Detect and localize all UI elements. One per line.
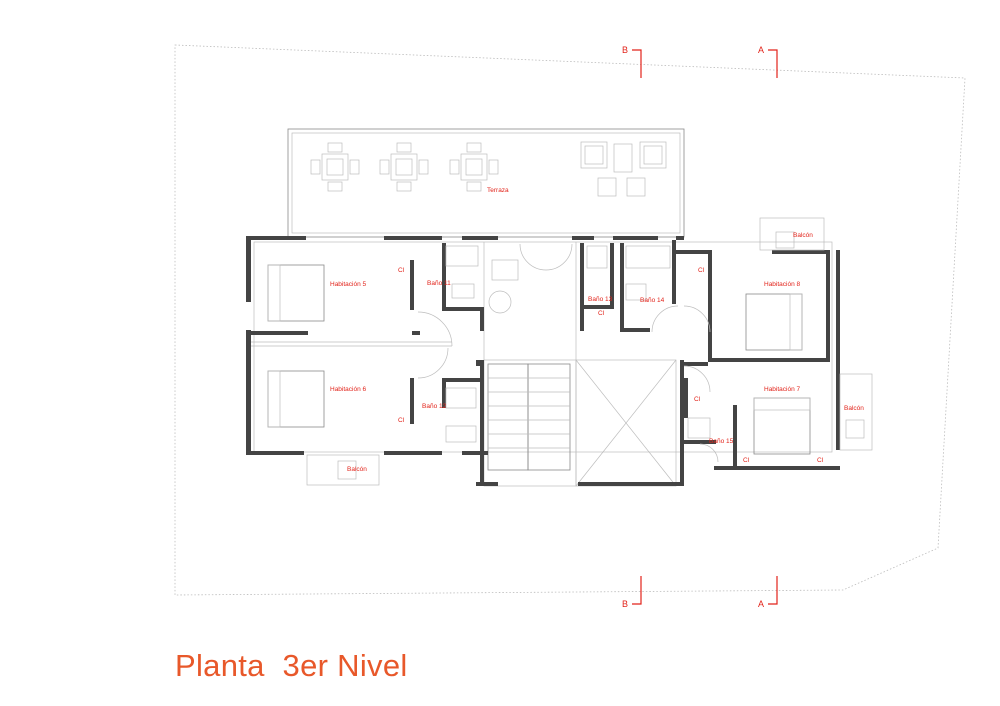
- interior-outlines: [250, 241, 833, 487]
- label-bano-14: Baño 14: [640, 297, 665, 304]
- label-bano-13: Baño 13: [588, 296, 613, 303]
- label-balcon-top: Balcón: [793, 232, 813, 239]
- label-habitacion-8: Habitación 8: [764, 281, 801, 288]
- balconies: [306, 217, 873, 486]
- label-closet-2: Cl: [398, 417, 405, 424]
- plan-title: Planta 3er Nivel: [175, 648, 408, 683]
- label-balcon-right: Balcón: [844, 405, 864, 412]
- staircase: [487, 363, 571, 471]
- section-a-bottom-label: A: [758, 599, 764, 609]
- label-closet-5: Cl: [694, 396, 701, 403]
- label-bano-11: Baño 11: [427, 280, 451, 287]
- terrace-area: [287, 128, 685, 238]
- label-balcon-bottom: Balcón: [347, 466, 367, 473]
- property-boundary: [174, 44, 966, 596]
- terrace-table-1: [310, 142, 360, 192]
- label-closet-4: Cl: [698, 267, 705, 274]
- label-habitacion-5: Habitación 5: [330, 281, 367, 288]
- section-a-top-label: A: [758, 45, 764, 55]
- door-swings: [417, 243, 719, 463]
- bath-fixtures: [445, 245, 711, 443]
- label-closet-7: Cl: [817, 457, 824, 464]
- label-closet-1: Cl: [398, 267, 405, 274]
- section-b-bottom-label: B: [622, 599, 628, 609]
- section-markers: B A B A: [622, 45, 778, 609]
- label-terraza: Terraza: [487, 187, 509, 194]
- terrace-table-3: [449, 142, 499, 192]
- walls: [246, 236, 840, 486]
- label-bano-12: Baño 12: [422, 403, 447, 410]
- label-bano-15: Baño 15: [709, 438, 734, 445]
- label-habitacion-7: Habitación 7: [764, 386, 801, 393]
- label-closet-6: Cl: [743, 457, 750, 464]
- beds: [267, 264, 811, 455]
- terrace-table-2: [379, 142, 429, 192]
- room-labels: Terraza Habitación 5 Habitación 6 Habita…: [330, 187, 864, 473]
- section-b-top-label: B: [622, 45, 628, 55]
- label-habitacion-6: Habitación 6: [330, 386, 367, 393]
- label-closet-3: Cl: [598, 310, 605, 317]
- terrace-lounge-set: [580, 141, 667, 197]
